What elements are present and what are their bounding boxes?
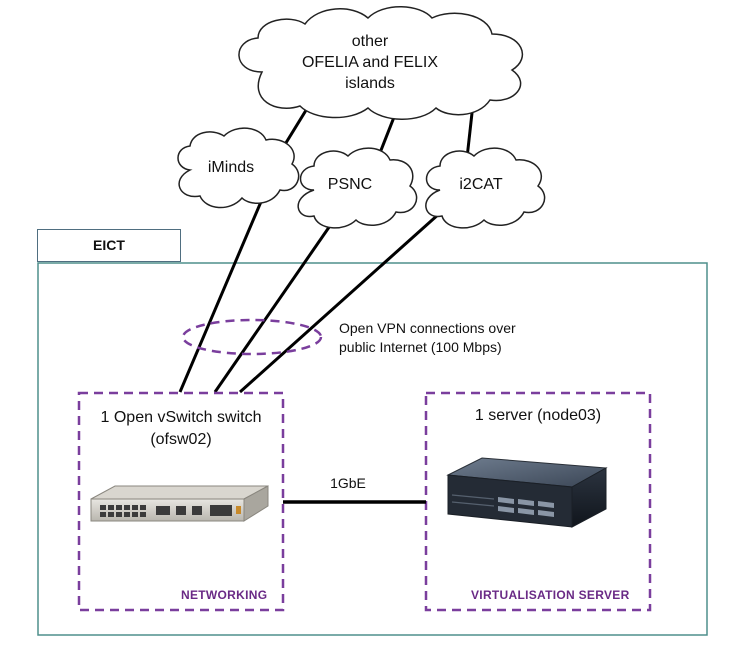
server-title: 1 server (node03) bbox=[474, 407, 602, 424]
eict-site-label: EICT bbox=[93, 237, 125, 253]
gbe-link-label: 1GbE bbox=[330, 475, 366, 491]
networking-tag: NETWORKING bbox=[181, 588, 268, 602]
cloud-ofelia-felix-line: other bbox=[351, 33, 389, 50]
vpn-connections-ellipse bbox=[181, 318, 323, 356]
vpn-link-iminds bbox=[178, 189, 268, 393]
cloud-iminds bbox=[177, 127, 300, 209]
eict-site-tab: EICT bbox=[37, 229, 181, 262]
cloud-ofelia-felix-line: OFELIA and FELIX bbox=[301, 54, 439, 71]
vpn-note: Open VPN connections over public Interne… bbox=[339, 319, 516, 357]
networking-title-line: 1 Open vSwitch switch bbox=[100, 409, 262, 426]
cloud-i2cat bbox=[425, 147, 546, 229]
eict-site-container bbox=[37, 262, 708, 636]
cloud-psnc bbox=[297, 147, 418, 229]
networking-title: 1 Open vSwitch switch (ofsw02) bbox=[79, 407, 283, 451]
switch-device-image bbox=[90, 485, 269, 522]
virtualisation-server-tag: VIRTUALISATION SERVER bbox=[471, 588, 630, 602]
vpn-link-i2cat bbox=[238, 211, 442, 394]
cloud-ofelia-felix-label: other OFELIA and FELIX islands bbox=[290, 31, 450, 94]
cloud-psnc-label: PSNC bbox=[327, 176, 373, 193]
vpn-note-line: Open VPN connections over bbox=[339, 320, 516, 336]
cloud-ofelia-felix-line: islands bbox=[345, 75, 395, 92]
cloud-iminds-label: iMinds bbox=[207, 159, 255, 176]
server-device-image bbox=[446, 457, 608, 528]
cloud-i2cat-label: i2CAT bbox=[459, 176, 503, 193]
networking-title-line: (ofsw02) bbox=[150, 431, 212, 448]
vpn-note-line: public Internet (100 Mbps) bbox=[339, 339, 502, 355]
vpn-link-psnc bbox=[213, 219, 336, 393]
cloud-ofelia-felix bbox=[238, 6, 524, 120]
